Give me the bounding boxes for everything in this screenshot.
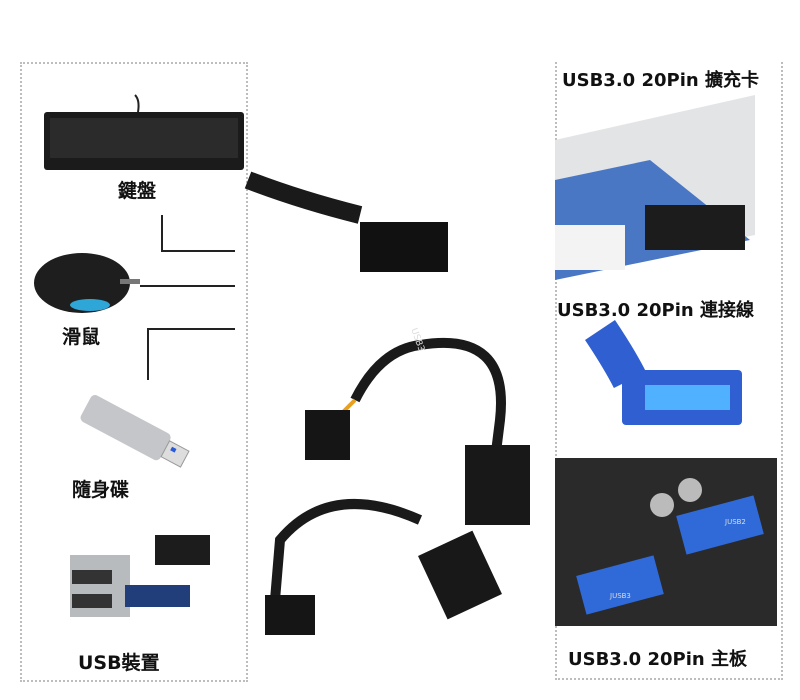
expansion-card-icon: [555, 95, 755, 280]
motherboard-label: USB3.0 20Pin 主板: [568, 649, 747, 670]
right-items-panel: [555, 62, 783, 680]
board-print-jusb2: JUSB2: [725, 518, 746, 526]
usb-adapter-cable-icon: [305, 337, 530, 525]
blue-connector-icon: [585, 320, 742, 425]
keyboard-label: 鍵盤: [118, 180, 157, 202]
expansion-card-label: USB3.0 20Pin 擴充卡: [562, 70, 759, 91]
usb-device-label: USB裝置: [78, 652, 160, 674]
keyboard-cable-icon: [244, 171, 448, 272]
flash-drive-label: 隨身碟: [72, 479, 130, 501]
connector-line: [140, 285, 235, 287]
mouse-label: 滑鼠: [62, 326, 101, 348]
connector-line: [147, 328, 149, 380]
keyboard-icon: [44, 94, 244, 170]
connector-line: [161, 215, 163, 251]
connector-cable-label: USB3.0 20Pin 連接線: [557, 300, 754, 321]
usb-device-icon: [70, 535, 210, 617]
left-devices-panel: [20, 62, 248, 682]
connector-line: [147, 328, 235, 330]
motherboard-icon: [555, 458, 777, 626]
usb-flash-drive-icon: [80, 395, 190, 468]
board-print-jusb3: JUSB3: [610, 592, 631, 600]
usb-adapter-cable-icon-2: [265, 499, 502, 635]
connector-line: [161, 250, 235, 252]
mouse-icon: [34, 253, 140, 313]
